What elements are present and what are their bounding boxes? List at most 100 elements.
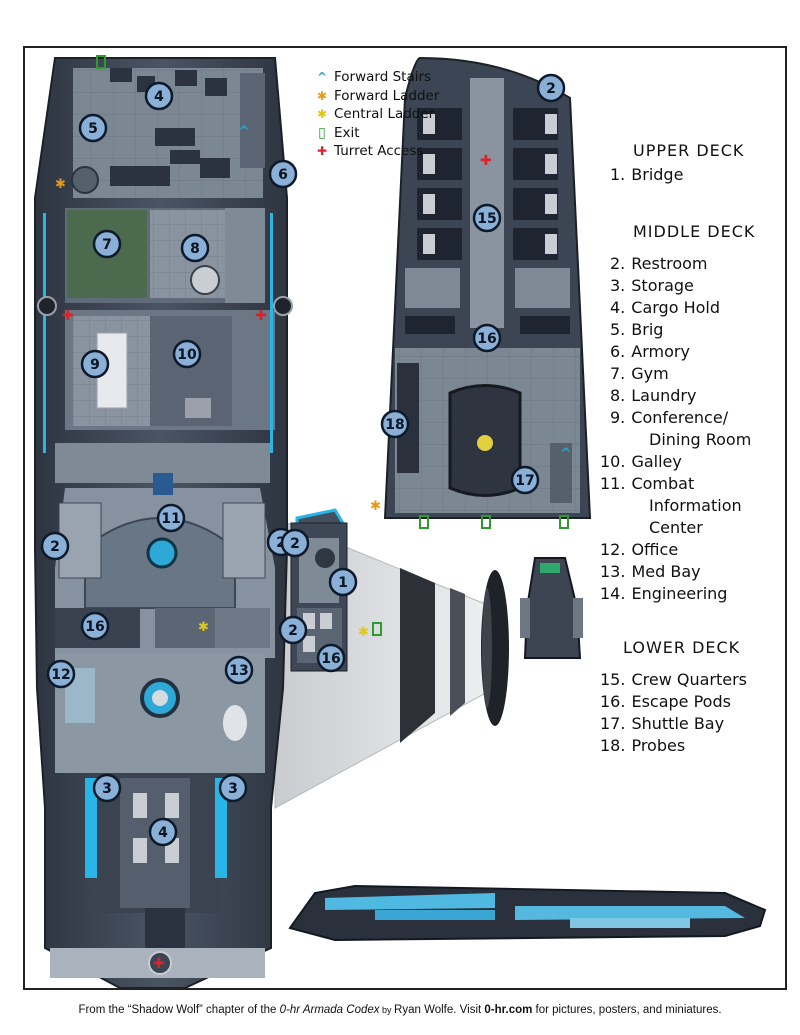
legend-item: ^ Forward Stairs bbox=[315, 68, 431, 86]
room-list-item: 1.Bridge bbox=[610, 165, 683, 185]
room-number: 5. bbox=[610, 320, 626, 339]
room-callout-number: 9 bbox=[90, 357, 100, 373]
legend-label: Forward Stairs bbox=[334, 69, 432, 85]
room-list-item: 7.Gym bbox=[610, 364, 669, 384]
gear-orange-icon: ✱ bbox=[316, 88, 328, 103]
caret-up-icon: ^ bbox=[316, 70, 328, 84]
room-callout: 10 bbox=[172, 339, 202, 369]
room-number: 4. bbox=[610, 298, 626, 317]
footer-prefix: From the “Shadow Wolf” chapter of the bbox=[78, 1004, 280, 1016]
footer-by: by bbox=[379, 1005, 395, 1015]
room-list-item: 14.Engineering bbox=[600, 584, 727, 604]
svg-text:^: ^ bbox=[560, 446, 572, 462]
footer-suffix: for pictures, posters, and miniatures. bbox=[532, 1004, 722, 1016]
room-callout-number: 16 bbox=[85, 619, 104, 635]
room-callout-number: 5 bbox=[88, 121, 98, 137]
room-list-item: 11. Combat bbox=[600, 474, 694, 494]
room-list-item: 9.Conference/ bbox=[610, 408, 728, 428]
ship-deck-plans: ✚ ✚ ✚ ✚ ✱ ✱ ✱ ✱ ^ ^ 45678910211216121333… bbox=[34, 55, 767, 988]
room-callout: 2 bbox=[40, 531, 70, 561]
room-list-item: 12.Office bbox=[600, 540, 678, 560]
room-number: 15. bbox=[600, 670, 626, 689]
room-name: Brig bbox=[631, 320, 664, 339]
room-callout-number: 2 bbox=[288, 623, 298, 639]
room-callout: 4 bbox=[144, 81, 174, 111]
room-callout: 2 bbox=[280, 528, 310, 558]
svg-text:✱: ✱ bbox=[55, 177, 66, 192]
room-callout: 1 bbox=[328, 567, 358, 597]
lower-deck-plan bbox=[383, 56, 592, 529]
room-name: Galley bbox=[631, 452, 682, 471]
room-number: 16. bbox=[600, 692, 626, 711]
deck-title-middle: MIDDLE DECK bbox=[633, 222, 756, 241]
svg-text:✚: ✚ bbox=[153, 956, 165, 972]
footer-author: Ryan Wolfe. bbox=[394, 1004, 457, 1016]
svg-text:^: ^ bbox=[238, 124, 250, 140]
room-callout: 3 bbox=[218, 773, 248, 803]
room-list-item: 17.Shuttle Bay bbox=[600, 714, 724, 734]
room-number: 2. bbox=[610, 254, 626, 273]
room-callout-number: 18 bbox=[385, 417, 404, 433]
legend-label: Turret Access bbox=[334, 143, 424, 159]
room-number: 12. bbox=[600, 540, 626, 559]
room-callout-number: 13 bbox=[229, 663, 248, 679]
room-list-item: 10. Galley bbox=[600, 452, 682, 472]
room-callouts: 45678910211216121333421216215161817 bbox=[40, 73, 566, 847]
room-list-item: 4.Cargo Hold bbox=[610, 298, 720, 318]
room-callout: 11 bbox=[156, 503, 186, 533]
room-list-item: 6.Armory bbox=[610, 342, 690, 362]
room-name: Bridge bbox=[631, 165, 684, 184]
footer-site-link[interactable]: 0-hr.com bbox=[484, 1004, 533, 1016]
room-callout-number: 15 bbox=[477, 211, 496, 227]
turret-markers: ✚ ✚ ✚ ✚ bbox=[37, 153, 492, 975]
room-callout-number: 3 bbox=[102, 781, 112, 797]
svg-text:✱: ✱ bbox=[370, 499, 381, 514]
room-number: 10. bbox=[600, 452, 626, 471]
room-callout-number: 4 bbox=[158, 825, 168, 841]
room-callout: 7 bbox=[92, 229, 122, 259]
deck-title-upper: UPPER DECK bbox=[633, 141, 745, 160]
room-name: Laundry bbox=[631, 386, 697, 405]
shuttle-icon bbox=[520, 557, 583, 659]
room-callout-number: 2 bbox=[546, 81, 556, 97]
footer-book: 0-hr Armada Codex bbox=[279, 1004, 380, 1016]
legend-label: Exit bbox=[334, 124, 360, 141]
room-name: Engineering bbox=[631, 584, 728, 603]
room-callout: 8 bbox=[180, 233, 210, 263]
room-callout-number: 12 bbox=[51, 667, 70, 683]
room-callout: 2 bbox=[536, 73, 566, 103]
room-callout: 18 bbox=[380, 409, 410, 439]
ship-profile bbox=[288, 884, 767, 942]
room-callout-number: 17 bbox=[515, 473, 534, 489]
room-name: Restroom bbox=[631, 254, 708, 273]
room-number: 6. bbox=[610, 342, 626, 361]
room-number: 17. bbox=[600, 714, 626, 733]
svg-text:✱: ✱ bbox=[198, 620, 209, 635]
room-list-item: 2. Restroom bbox=[610, 254, 708, 274]
room-callout: 17 bbox=[510, 465, 540, 495]
room-list-item: 5. Brig bbox=[610, 320, 663, 340]
legend-item: ▯Exit bbox=[315, 124, 360, 142]
room-name: Crew Quarters bbox=[631, 670, 748, 689]
room-number: 11. bbox=[600, 474, 626, 493]
room-callout: 5 bbox=[78, 113, 108, 143]
room-name: Storage bbox=[631, 276, 694, 295]
room-callout-number: 2 bbox=[50, 539, 60, 555]
room-list-item: 3.Storage bbox=[610, 276, 694, 296]
room-callout: 16 bbox=[80, 611, 110, 641]
legend-label: Forward Ladder bbox=[334, 87, 440, 104]
room-callout: 4 bbox=[148, 817, 178, 847]
room-callout-number: 10 bbox=[177, 347, 197, 363]
room-callout: 13 bbox=[224, 655, 254, 685]
room-callout: 16 bbox=[316, 643, 346, 673]
deck-title-lower: LOWER DECK bbox=[623, 638, 741, 657]
room-number: 7. bbox=[610, 364, 626, 383]
room-callout-number: 16 bbox=[477, 331, 496, 347]
room-name-continued: Dining Room bbox=[649, 430, 752, 449]
gear-yellow-icon: ✱ bbox=[316, 107, 328, 121]
room-callout: 3 bbox=[92, 773, 122, 803]
room-number: 9. bbox=[610, 408, 626, 427]
legend-label: Central Ladder bbox=[334, 106, 435, 122]
room-number: 8. bbox=[610, 386, 626, 405]
room-name: Combat bbox=[631, 474, 695, 493]
